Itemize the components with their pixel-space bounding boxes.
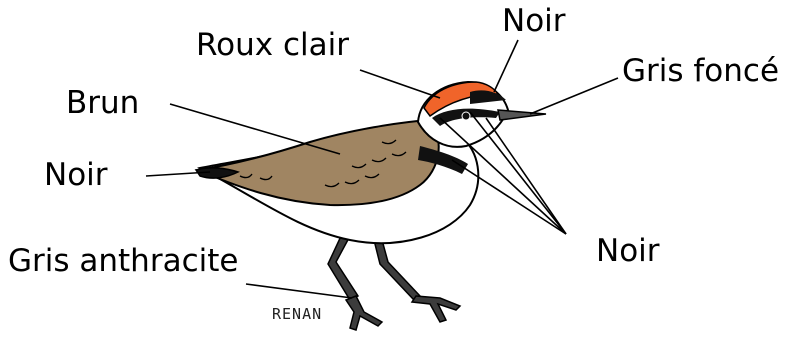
eye <box>462 112 470 120</box>
label-tail-tip: Noir <box>44 160 108 191</box>
artist-signature: RENAN <box>272 305 322 323</box>
label-bill: Gris foncé <box>622 56 779 87</box>
label-legs: Gris anthracite <box>8 246 238 277</box>
leader-brun <box>170 104 340 154</box>
bill <box>498 110 546 120</box>
bird-back <box>198 120 439 205</box>
leader-gris-fonce <box>530 78 618 114</box>
label-eye-stripe-top: Noir <box>502 6 566 37</box>
leader-noir-right-3 <box>486 118 566 234</box>
label-back: Brun <box>66 88 139 119</box>
bird-legs <box>328 234 460 330</box>
leader-gris-anthracite <box>246 284 352 298</box>
label-face-marks: Noir <box>596 236 660 267</box>
leader-noir-top <box>494 40 518 92</box>
leader-noir-right-2 <box>470 112 566 234</box>
leader-crown <box>360 70 440 98</box>
label-crown: Roux clair <box>196 30 349 61</box>
